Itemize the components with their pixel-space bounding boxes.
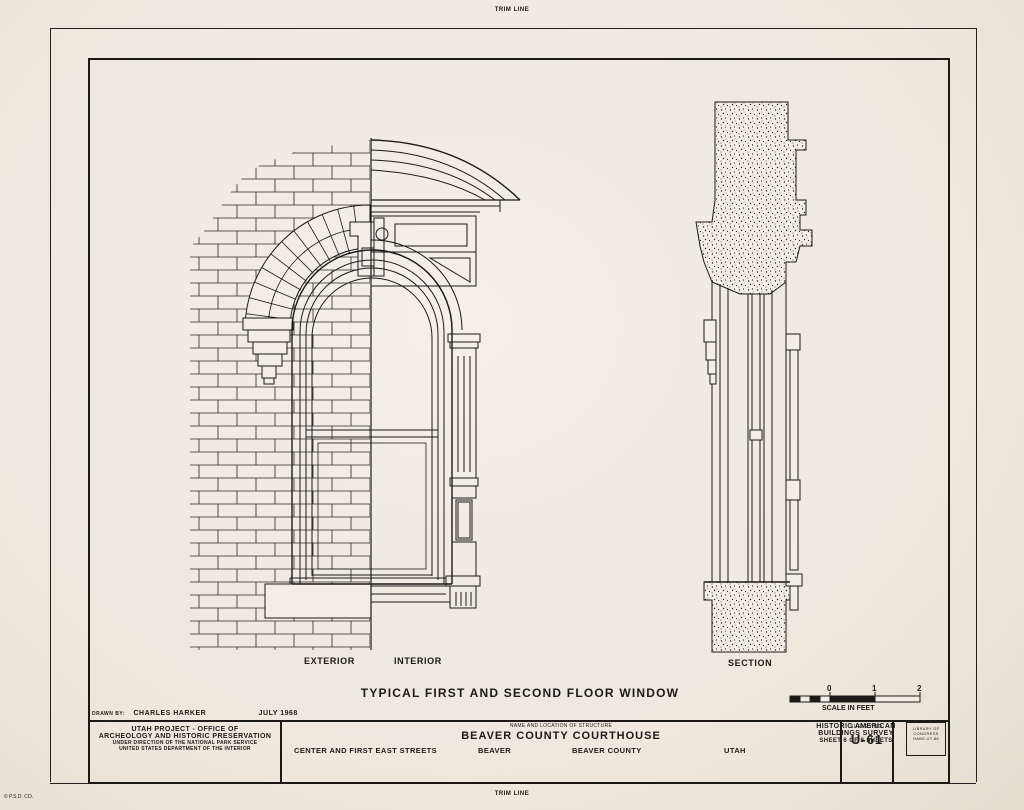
voussoir-joint-line — [249, 297, 293, 310]
library-line-2: HABS UT-88 — [913, 736, 939, 741]
interior-label: INTERIOR — [394, 656, 442, 666]
drawn-by-line: DRAWN BY: CHARLES HARKER JULY 1968 — [92, 710, 298, 717]
agency-line-2: ARCHEOLOGY AND HISTORIC PRESERVATION — [98, 733, 272, 740]
voussoir-joint-line — [254, 281, 297, 300]
structure-caption: NAME AND LOCATION OF STRUCTURE — [509, 723, 613, 729]
interior-pediment — [370, 139, 521, 331]
trim-line-left — [50, 28, 51, 782]
program-line-2: BUILDINGS SURVEY — [818, 730, 894, 737]
voussoir-joint-line — [261, 267, 301, 291]
title-block: UTAH PROJECT - OFFICE OF ARCHEOLOGY AND … — [90, 720, 948, 782]
arch-corbel — [242, 317, 294, 385]
trim-line-right — [976, 28, 977, 782]
scale-bar — [789, 692, 921, 703]
structure-city: BEAVER — [478, 746, 512, 755]
voussoir-joint-line — [307, 221, 331, 261]
trim-line-bottom-label: TRIM LINE — [494, 791, 530, 797]
agency-cell: UTAH PROJECT - OFFICE OF ARCHEOLOGY AND … — [90, 722, 282, 782]
agency-line-3: UNDER DIRECTION OF THE NATIONAL PARK SER… — [112, 740, 258, 746]
structure-county: BEAVER COUNTY — [572, 746, 642, 755]
section-label: SECTION — [728, 658, 773, 668]
program-line-1: HISTORIC AMERICAN — [816, 723, 896, 730]
print-mark: © P.S.D. CO. — [4, 794, 34, 800]
drawn-date: JULY 1968 — [258, 710, 298, 717]
window-sill — [264, 577, 372, 619]
voussoir-joint-line — [270, 253, 307, 282]
scale-tick-2: 2 — [917, 684, 922, 693]
library-line-1: LIBRARY OF CONGRESS — [912, 726, 940, 736]
sheet-label: SHEET — [819, 738, 842, 744]
voussoir-joint-line — [337, 209, 350, 253]
interior-pilaster — [371, 333, 481, 609]
voussoir-joint-line — [281, 241, 314, 274]
structure-name: BEAVER COUNTY COURTHOUSE — [461, 730, 661, 742]
drawn-by-label: DRAWN BY: — [92, 711, 126, 717]
sheets-label: SHEETS — [866, 738, 893, 744]
structure-cell: NAME AND LOCATION OF STRUCTURE BEAVER CO… — [282, 722, 842, 782]
voussoir-joint-line — [293, 230, 322, 267]
sheet-total: 8 — [860, 738, 865, 744]
library-stamp: LIBRARY OF CONGRESS HABS UT-88 — [906, 722, 946, 756]
drawing-title: TYPICAL FIRST AND SECOND FLOOR WINDOW — [360, 686, 680, 700]
structure-address: CENTER AND FIRST EAST STREETS — [294, 746, 437, 755]
trim-line-top — [50, 28, 976, 29]
sheet-number: 6 — [843, 738, 848, 744]
trim-line-top-label: TRIM LINE — [494, 7, 530, 13]
scale-tick-1: 1 — [872, 684, 877, 693]
structure-state: UTAH — [724, 746, 746, 755]
survey-number: U-61 — [850, 732, 884, 747]
voussoir-joint-line — [321, 214, 340, 257]
section-view — [695, 101, 813, 653]
drawn-by-name: CHARLES HARKER — [133, 710, 207, 717]
scale-caption: SCALE IN FEET — [822, 705, 875, 712]
sheet-numbering: SHEET 6 OF 8 SHEETS — [810, 738, 902, 744]
of-label: OF — [849, 738, 859, 744]
survey-cell: SURVEY NO. U-61 — [842, 722, 894, 782]
voussoir-course-line — [267, 227, 371, 331]
drawing-border — [88, 58, 950, 784]
window-frame — [291, 138, 453, 650]
agency-line-4: UNITED STATES DEPARTMENT OF THE INTERIOR — [119, 746, 251, 752]
habs-block: HISTORIC AMERICAN BUILDINGS SURVEY SHEET… — [810, 723, 902, 744]
survey-caption: SURVEY NO. — [850, 724, 884, 730]
scale-tick-0: 0 — [827, 684, 832, 693]
exterior-label: EXTERIOR — [304, 656, 355, 666]
agency-line-1: UTAH PROJECT - OFFICE OF — [131, 726, 239, 733]
